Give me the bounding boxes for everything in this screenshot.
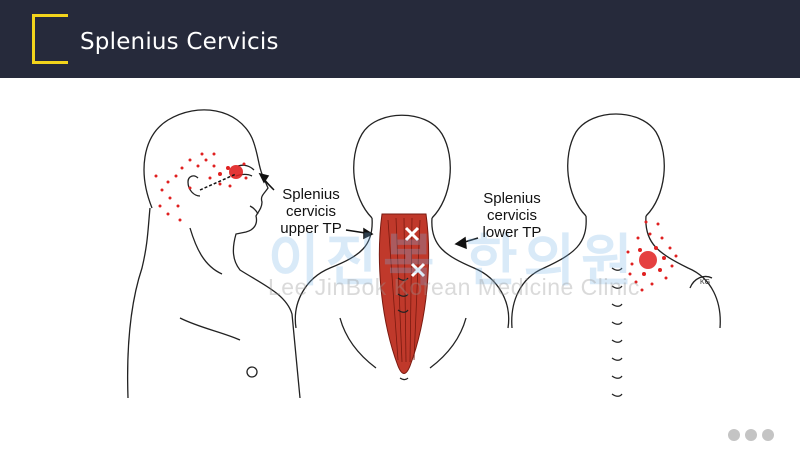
spine-marks-center [397, 277, 409, 381]
label-upper-line-2: cervicis [285, 203, 336, 220]
clinic-watermark-korean: 이진복 한의원 [268, 229, 639, 294]
artist-mark: KG [700, 279, 710, 286]
label-lower-line-2: cervicis [486, 207, 537, 224]
dot-icon [762, 429, 774, 441]
label-lower-line-3: lower TP [482, 224, 542, 241]
trigger-point-illustration: KG 이진복 한의원 Lee JinBok Korean Medicine Cl… [0, 78, 800, 450]
dot-icon [745, 429, 757, 441]
label-upper-tp: Splenius cervicis upper TP [270, 186, 352, 237]
spine-marks-right [611, 267, 623, 397]
label-upper-line-3: upper TP [280, 220, 342, 237]
slide-menu-dots[interactable] [728, 429, 776, 441]
back-figure-right [511, 113, 721, 329]
header-bar: Splenius Cervicis [0, 0, 800, 78]
page-title: Splenius Cervicis [80, 29, 279, 55]
center-arrows [345, 227, 479, 250]
right-pain-dots [626, 220, 678, 292]
back-figure-center [294, 114, 510, 369]
label-lower-line-1: Splenius [483, 190, 541, 207]
label-upper-line-1: Splenius [282, 186, 340, 203]
side-arrows [199, 172, 275, 191]
side-pain-dots [154, 152, 248, 222]
anatomy-drawing: KG [126, 109, 721, 399]
accent-bracket [32, 14, 68, 64]
label-lower-tp: Splenius cervicis lower TP [472, 190, 552, 241]
dot-icon [728, 429, 740, 441]
splenius-muscle-center [378, 213, 430, 374]
clinic-watermark-english: Lee JinBok Korean Medicine Clinic [268, 274, 640, 300]
